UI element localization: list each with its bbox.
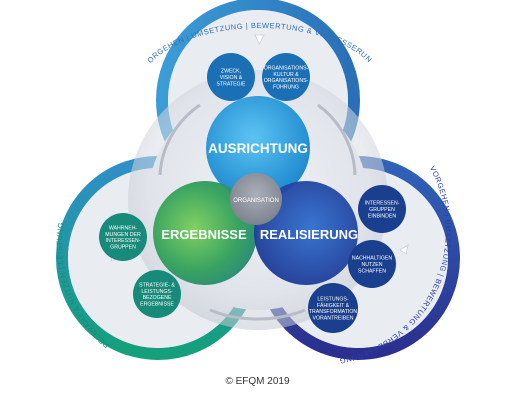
criterion-label-line: TRANSFORMATION [309,309,358,315]
criterion-label-line: ZWECK, [221,69,241,75]
criterion-label-line: VORANTREIBEN [313,316,354,322]
flow-arrows [158,103,357,321]
criterion-label-line: GRUPPEN [369,207,395,213]
criterion-label-line: GRUPPEN [110,245,136,251]
ergebnisse-label: ERGEBNISSE [161,227,247,242]
criterion-label-line: FÄHIGKEIT & [317,302,350,309]
criterion-label-line: BEZOGENE [143,295,172,301]
criterion-label: ORGANISATIONS-KULTUR &ORGANISATIONS-FÜHR… [264,65,309,90]
criterion-label-line: LEISTUNGS- [317,296,348,302]
criterion-label-line: SCHAFFEN [358,268,386,274]
criterion-label-line: STRATEGIE [216,81,246,87]
criterion-label-line: VISION & [220,75,243,81]
criterion-label-line: KULTUR & [273,72,299,78]
criterion-label-line: NUTZEN [361,262,382,268]
ausrichtung-circle [206,96,310,200]
copyright-caption: © EFQM 2019 [225,376,290,387]
criterion-label-line: INTERESSEN- [106,238,141,244]
criterion-label-line: ORGANISATIONS- [264,65,309,71]
criterion-label-line: ORGANISATIONS- [264,78,309,84]
criterion-label-line: MUNGEN DER [105,232,141,238]
criterion-label-line: FÜHRUNG [273,84,299,91]
criterion-zweck-vision-strategie: ZWECK,VISION &STRATEGIE [207,53,255,101]
organisation-label: ORGANISATION [233,198,279,204]
ergebnisse-circle [153,181,257,285]
criterion-label-line: WAHRNEH- [109,225,138,231]
criterion-label-line: EINBINDEN [368,213,397,219]
criterion-label-line: NACHHALTIGEN [352,256,393,262]
criterion-label-line: INTERESSEN- [365,201,400,207]
criterion-organisationskultur-fuehrung: ORGANISATIONS-KULTUR &ORGANISATIONS-FÜHR… [262,53,310,101]
criterion-label-line: STRATEGIE- & [139,282,175,288]
criterion-label-line: ERGEBNISSE [140,302,174,308]
organisation-circle [230,173,282,225]
realisierung-label: REALISIERUNG [260,227,358,242]
criterion-label-line: LEISTUNGS- [141,289,172,295]
ausrichtung-label: AUSRICHTUNG [208,141,308,156]
criterion-label: ZWECK,VISION &STRATEGIE [216,69,246,88]
